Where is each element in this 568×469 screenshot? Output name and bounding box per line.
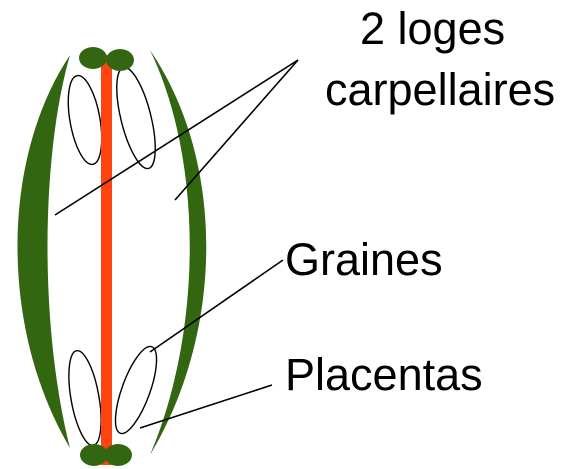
- placenta-top-left: [79, 47, 107, 69]
- placenta-bottom-left: [80, 444, 108, 466]
- septum: [101, 55, 112, 465]
- left-fruit-wall: [18, 55, 71, 448]
- seed-top-right: [109, 64, 163, 172]
- seed-bottom-left: [63, 348, 107, 447]
- leader-line-placentas: [140, 385, 272, 428]
- label-placentas: Placentas: [285, 349, 483, 400]
- seed-top-left: [62, 73, 107, 167]
- placenta-bottom-right: [104, 444, 132, 466]
- placenta-top-right: [106, 49, 134, 71]
- label-loges-line2: carpellaires: [325, 64, 555, 115]
- right-fruit-wall: [150, 50, 206, 455]
- leader-line-loge-right: [175, 60, 298, 200]
- leader-line-graines: [150, 260, 283, 352]
- seed-bottom-right: [107, 342, 165, 438]
- label-loges-line1: 2 loges: [360, 3, 505, 54]
- label-graines: Graines: [285, 234, 443, 285]
